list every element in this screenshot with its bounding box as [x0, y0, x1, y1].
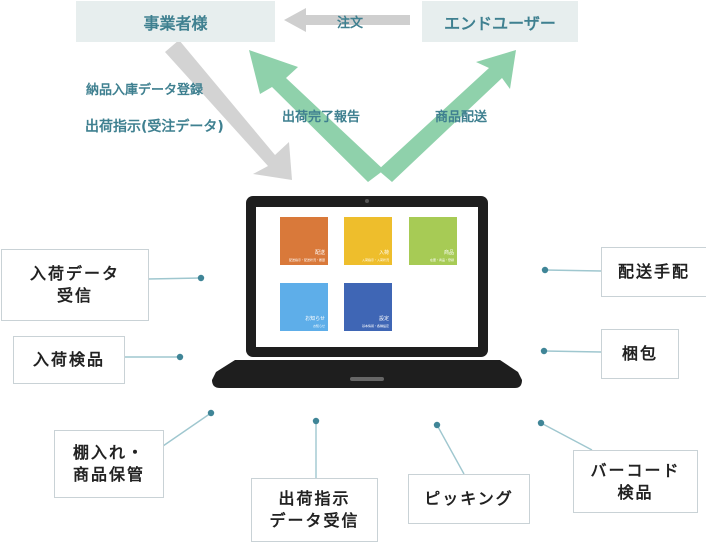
tile-settings-label: 設定: [378, 316, 389, 322]
step-barcode-inspection-line2: 検品: [617, 482, 654, 502]
connector-picking: [436, 424, 465, 475]
tile-delivery[interactable]: 配送配送指示・配送状況・履歴: [280, 217, 328, 265]
step-delivery-arrangement: 配送手配: [601, 247, 706, 297]
step-delivery-arrangement-label: 配送手配: [617, 262, 690, 282]
arrival-data-registration-label: 納品入庫データ登録: [86, 83, 204, 98]
laptop-base: [212, 360, 522, 388]
business-label: 事業者様: [143, 13, 208, 33]
connectors: [124, 266, 602, 478]
connector-dot-shipping-data: [312, 417, 320, 425]
tile-settings-sub: 基本情報・各種設定: [361, 324, 389, 328]
step-barcode-inspection: バーコード 検品: [573, 450, 698, 513]
end-user-label: エンドユーザー: [444, 13, 556, 33]
connector-dot-arrival-data: [197, 274, 205, 282]
end-user-box: エンドユーザー: [422, 1, 578, 42]
tile-settings[interactable]: 設定基本情報・各種設定: [344, 283, 392, 331]
step-shelving-line1: 棚入れ・: [72, 443, 145, 463]
step-arrival-inspection-label: 入荷検品: [32, 350, 105, 370]
delivery-label: 商品配送: [435, 110, 488, 125]
tile-arrival[interactable]: 入荷入荷指示・入荷状況: [344, 217, 392, 265]
tile-products[interactable]: 商品在庫・商品・登録: [409, 217, 457, 265]
step-shipping-data-receive: 出荷指示 データ受信: [251, 478, 378, 542]
business-box: 事業者様: [76, 1, 275, 42]
step-picking: ピッキング: [408, 474, 530, 524]
step-arrival-data-receive: 入荷データ 受信: [1, 249, 149, 321]
tile-arrival-sub: 入荷指示・入荷状況: [361, 258, 389, 262]
step-packing-label: 梱包: [621, 344, 658, 364]
step-packing: 梱包: [601, 329, 679, 379]
connector-dot-packing: [540, 347, 548, 355]
connector-dot-delivery-arrangement: [541, 266, 549, 274]
laptop-camera: [365, 199, 369, 203]
tile-products-label: 商品: [443, 250, 454, 256]
connector-dot-picking: [433, 421, 441, 429]
tile-delivery-sub: 配送指示・配送状況・履歴: [288, 258, 325, 262]
step-shelving: 棚入れ・ 商品保管: [54, 430, 164, 498]
shipping-report-label: 出荷完了報告: [282, 110, 361, 125]
step-shipping-data-receive-line2: データ受信: [269, 511, 360, 530]
tile-arrival-label: 入荷: [378, 250, 389, 256]
connector-shelving: [162, 412, 212, 447]
shipping-report-arrow: [249, 50, 384, 182]
tile-notices[interactable]: お知らせお知らせ: [280, 283, 328, 331]
tile-notices-sub: お知らせ: [313, 324, 325, 328]
tile-products-sub: 在庫・商品・登録: [429, 258, 454, 262]
step-shipping-data-receive-line1: 出荷指示: [278, 489, 351, 509]
connector-dot-arrival-inspection: [176, 353, 184, 361]
delivery-arrow: [378, 50, 516, 182]
order-label: 注文: [337, 16, 364, 31]
connector-arrival-data: [147, 277, 202, 280]
business-to-system-arrow: [165, 40, 292, 180]
step-picking-label: ピッキング: [424, 489, 514, 509]
shipping-instruction-label: 出荷指示(受注データ): [85, 119, 224, 135]
step-arrival-data-receive-line2: 受信: [56, 286, 93, 305]
step-arrival-data-receive-line1: 入荷データ: [29, 264, 120, 284]
order-arrow: [284, 8, 410, 32]
connector-dot-barcode: [537, 419, 545, 427]
connector-barcode: [540, 422, 593, 451]
connector-delivery-arrangement: [544, 269, 602, 272]
connector-packing: [543, 350, 602, 353]
laptop-trackpad-notch: [350, 377, 384, 381]
tile-notices-label: お知らせ: [305, 316, 325, 322]
tile-delivery-label: 配送: [314, 250, 325, 256]
step-barcode-inspection-line1: バーコード: [590, 460, 681, 480]
connector-dot-shelving: [207, 409, 215, 417]
step-shelving-line2: 商品保管: [72, 465, 145, 484]
step-arrival-inspection: 入荷検品: [13, 336, 125, 384]
